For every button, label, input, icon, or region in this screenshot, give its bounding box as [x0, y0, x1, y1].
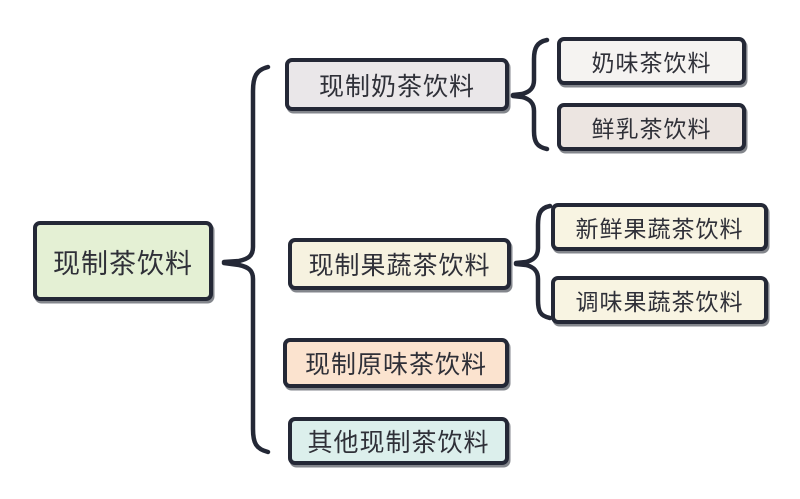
node-branch-original-flavor-tea[interactable]: 现制原味茶饮料 [283, 338, 509, 388]
brace-root-to-branches [221, 64, 271, 455]
node-leaf-flavored-fruit-veg-tea[interactable]: 调味果蔬茶饮料 [551, 276, 768, 324]
node-branch-other-fresh-tea[interactable]: 其他现制茶饮料 [288, 417, 509, 465]
node-leaf-fresh-milk-tea[interactable]: 鲜乳茶饮料 [557, 103, 746, 151]
node-root-fresh-tea[interactable]: 现制茶饮料 [33, 221, 213, 301]
brace-milktea-to-children [510, 37, 550, 152]
node-leaf-fresh-fruit-veg-tea[interactable]: 新鲜果蔬茶饮料 [551, 203, 768, 251]
node-branch-fruit-veg-tea[interactable]: 现制果蔬茶饮料 [288, 238, 511, 290]
node-branch-milk-tea[interactable]: 现制奶茶饮料 [285, 58, 509, 111]
brace-fruitveg-to-children [513, 203, 553, 321]
node-leaf-milk-flavor-tea[interactable]: 奶味茶饮料 [557, 37, 746, 85]
